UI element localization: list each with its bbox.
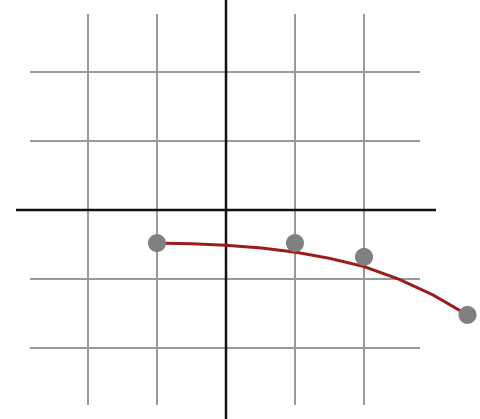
data-point — [148, 234, 166, 253]
data-point — [458, 305, 477, 324]
data-point — [355, 247, 373, 266]
series-curve — [156, 241, 469, 317]
data-point — [286, 234, 304, 253]
data-points — [148, 234, 477, 324]
